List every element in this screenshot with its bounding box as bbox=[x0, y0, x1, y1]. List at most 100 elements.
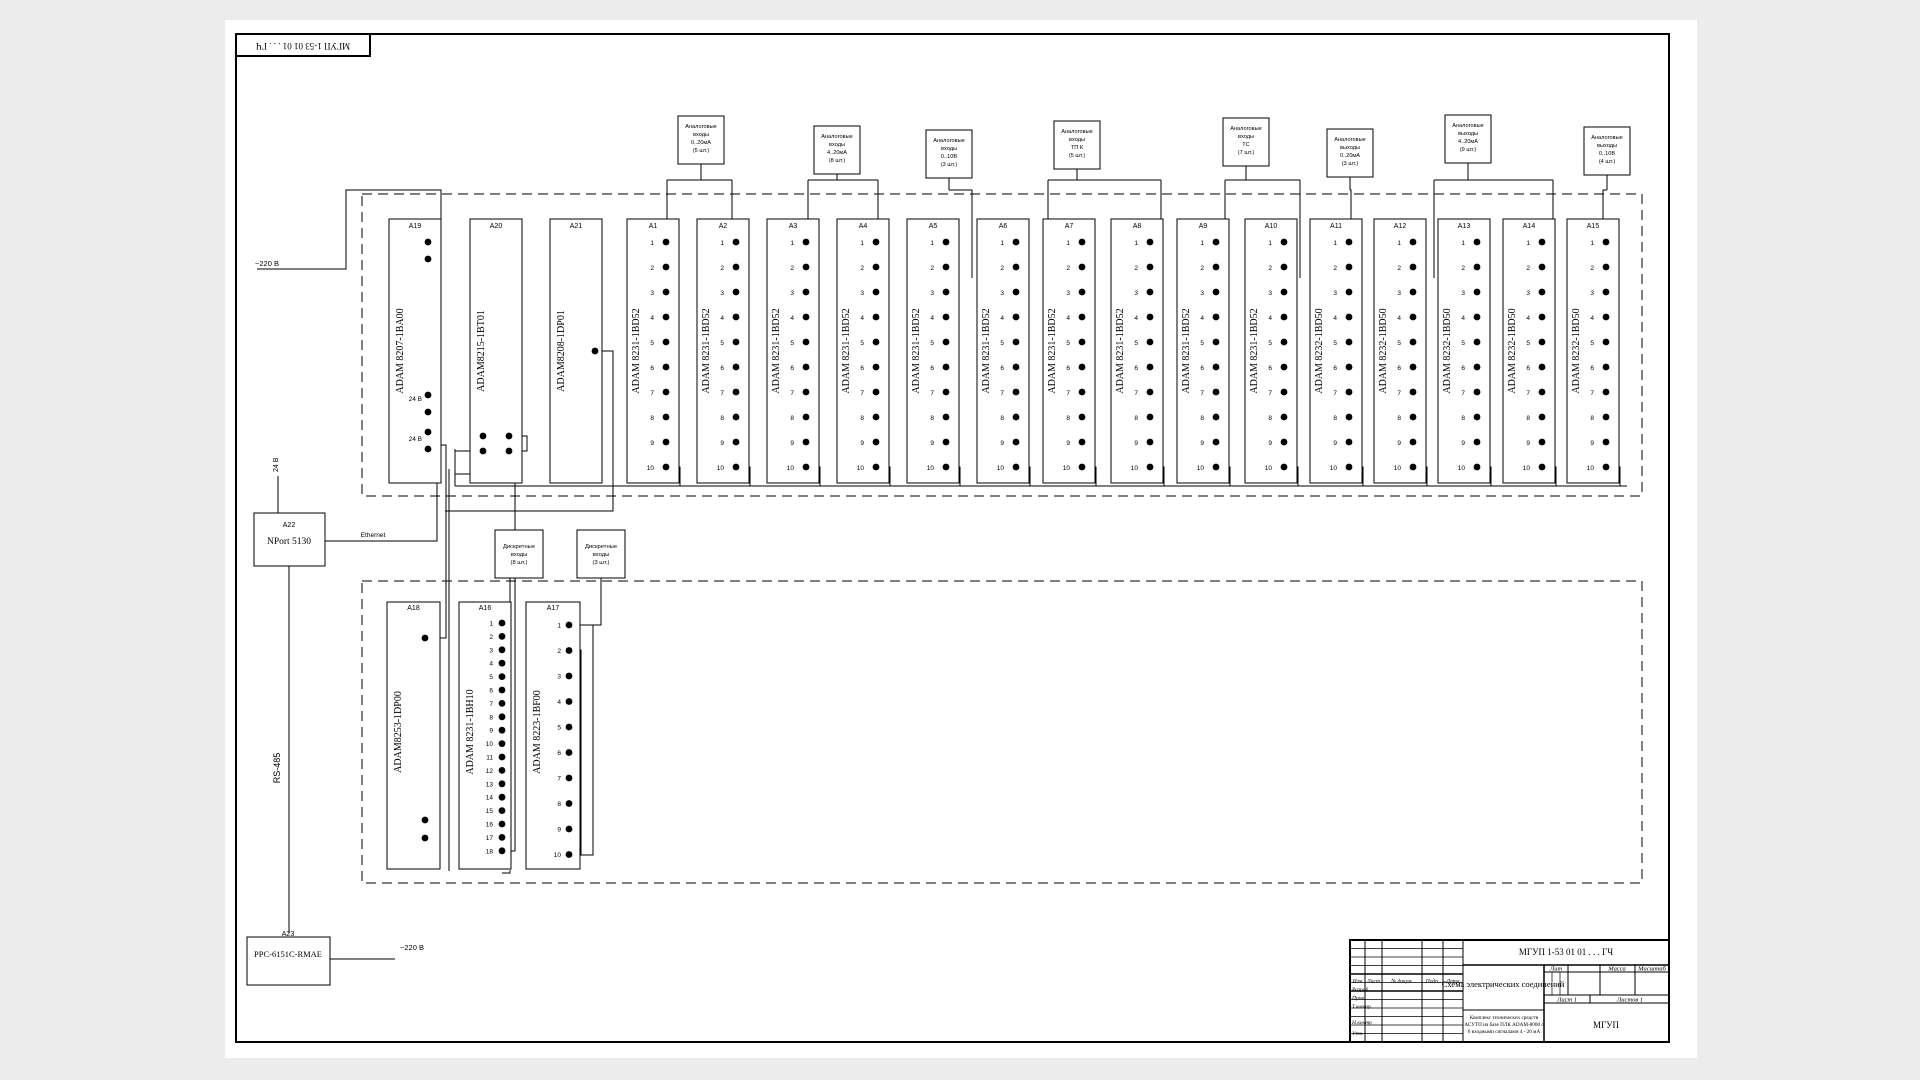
terminal-dot bbox=[1345, 263, 1353, 271]
channel-number: 7 bbox=[557, 776, 561, 783]
signal-text: (3 шт.) bbox=[1342, 161, 1359, 167]
terminal-dot bbox=[732, 238, 740, 246]
channel-number: 3 bbox=[1268, 290, 1272, 297]
terminal-dot bbox=[1473, 413, 1481, 421]
channel-number: 3 bbox=[489, 647, 493, 654]
module-model: ADAM 8231-1BD52 bbox=[1115, 308, 1126, 393]
signal-source-box bbox=[925, 129, 973, 179]
channel-number: 4 bbox=[1134, 315, 1138, 322]
devices bbox=[246, 114, 1631, 986]
terminal-dot bbox=[498, 726, 506, 734]
terminal-dot bbox=[942, 263, 950, 271]
terminal-dot bbox=[1538, 313, 1546, 321]
terminal-dot bbox=[498, 673, 506, 680]
terminal-dot bbox=[1345, 338, 1353, 346]
signal-text: Аналоговые bbox=[821, 134, 853, 140]
terminal-dot bbox=[732, 288, 740, 296]
terminal-dot bbox=[1473, 263, 1481, 271]
channel-number: 1 bbox=[930, 240, 934, 247]
channel-number: 16 bbox=[486, 822, 494, 829]
signal-text: входы bbox=[693, 132, 709, 138]
stamp-text: МГУП 1-53 01 01 . . . ГЧ bbox=[256, 41, 350, 51]
title-description: Комплекс технических средств bbox=[1470, 1015, 1539, 1021]
channel-number: 8 bbox=[1066, 415, 1070, 422]
terminal-dot bbox=[479, 432, 487, 440]
channel-number: 4 bbox=[720, 315, 724, 322]
io-module bbox=[1502, 218, 1556, 484]
title-lit: Лит bbox=[1549, 966, 1563, 973]
terminal-dot bbox=[1212, 413, 1220, 421]
terminal-dot bbox=[802, 238, 810, 246]
rack-outlines bbox=[361, 193, 1643, 884]
terminal-dot bbox=[942, 463, 950, 471]
channel-number: 9 bbox=[930, 440, 934, 447]
channel-number: 8 bbox=[489, 714, 493, 721]
channel-number: 1 bbox=[557, 623, 561, 630]
channel-number: 6 bbox=[650, 365, 654, 372]
channel-number: 1 bbox=[650, 240, 654, 247]
signal-source-box bbox=[1583, 126, 1631, 176]
module-model: ADAM 8223-1BF00 bbox=[532, 690, 543, 774]
channel-number: 10 bbox=[1265, 465, 1273, 472]
signal-text: Аналоговые bbox=[1334, 137, 1366, 143]
channel-number: 9 bbox=[860, 440, 864, 447]
terminal-dot bbox=[1602, 238, 1610, 246]
channel-number: 2 bbox=[1000, 265, 1004, 272]
terminal-dot bbox=[872, 338, 880, 346]
terminal-dot bbox=[1078, 313, 1086, 321]
wire-line bbox=[445, 350, 614, 512]
channel-number: 3 bbox=[1333, 290, 1337, 297]
module-id: A21 bbox=[570, 223, 583, 230]
signal-source-box bbox=[813, 125, 861, 175]
module-id: A3 bbox=[789, 223, 798, 230]
io-module bbox=[1437, 218, 1491, 484]
terminal-dot bbox=[1012, 313, 1020, 321]
channel-number: 7 bbox=[1000, 390, 1004, 397]
signal-text: ТС bbox=[1242, 142, 1249, 148]
rack-module bbox=[386, 601, 441, 870]
terminal-dot bbox=[942, 338, 950, 346]
terminal-dot bbox=[1280, 413, 1288, 421]
signal-text: 0..10В bbox=[1599, 151, 1615, 157]
module-model: ADAM 8231-1BD52 bbox=[1181, 308, 1192, 393]
channel-number: 5 bbox=[1590, 340, 1594, 347]
channel-number: 7 bbox=[720, 390, 724, 397]
channel-number: 8 bbox=[1200, 415, 1204, 422]
terminal-dot bbox=[421, 634, 429, 642]
channel-number: 1 bbox=[790, 240, 794, 247]
terminal-dot bbox=[1345, 438, 1353, 446]
channel-number: 5 bbox=[1134, 340, 1138, 347]
terminal-dot bbox=[1012, 413, 1020, 421]
terminal-dot bbox=[732, 313, 740, 321]
channel-number: 8 bbox=[720, 415, 724, 422]
terminal-dot bbox=[1012, 288, 1020, 296]
terminal-dot bbox=[1012, 388, 1020, 396]
channel-number: 5 bbox=[930, 340, 934, 347]
terminal-dot bbox=[498, 820, 506, 828]
title-row-header: Изм bbox=[1352, 979, 1363, 985]
signal-source-box bbox=[1444, 114, 1492, 164]
module-id: A7 bbox=[1065, 223, 1074, 230]
channel-number: 8 bbox=[1134, 415, 1138, 422]
terminal-dot bbox=[662, 288, 670, 296]
terminal-dot bbox=[1538, 338, 1546, 346]
channel-number: 9 bbox=[1200, 440, 1204, 447]
terminal-dot bbox=[1345, 463, 1353, 471]
terminal-dot bbox=[1473, 438, 1481, 446]
channel-number: 10 bbox=[554, 852, 562, 859]
terminal-dot bbox=[505, 447, 513, 455]
channel-number: 1 bbox=[1268, 240, 1272, 247]
terminal-dot bbox=[662, 263, 670, 271]
signal-text: входы bbox=[593, 552, 610, 558]
channel-number: 4 bbox=[1333, 315, 1337, 322]
title-description: АСУТП на базе ПЛК ADAM-8000 с bbox=[1464, 1021, 1544, 1028]
channel-number: 5 bbox=[1526, 340, 1530, 347]
title-mass: Масса bbox=[1607, 966, 1625, 973]
terminal-dot bbox=[565, 647, 573, 654]
channel-number: 4 bbox=[790, 315, 794, 322]
terminal-dot bbox=[1078, 338, 1086, 346]
module-model: ADAM 8231-1BD52 bbox=[981, 308, 992, 393]
channel-number: 5 bbox=[557, 725, 561, 732]
channel-number: 6 bbox=[1333, 365, 1337, 372]
terminal-dot bbox=[565, 800, 573, 807]
